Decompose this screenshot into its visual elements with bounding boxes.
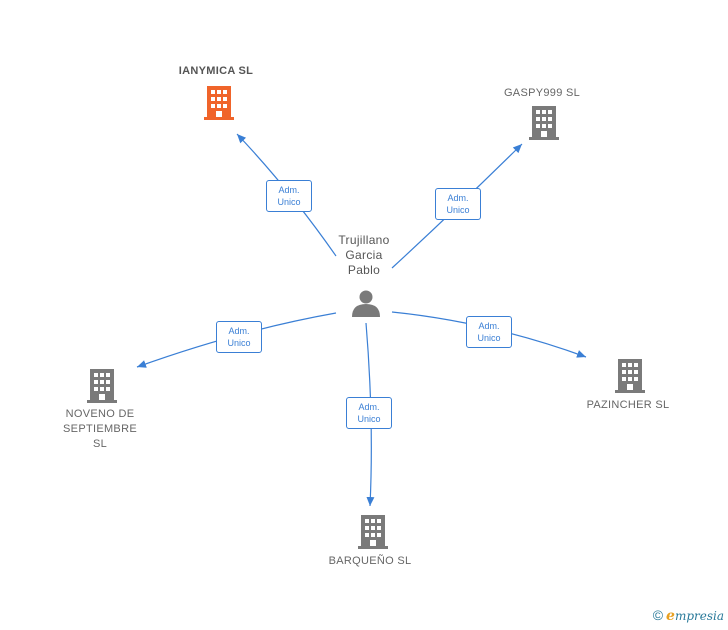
person-icon[interactable] [352,290,380,318]
company-label-gaspy999[interactable]: GASPY999 SL [503,87,581,99]
company-label-ianymica[interactable]: IANYMICA SL [178,65,254,77]
building-icon[interactable] [529,106,559,140]
company-label-pazincher[interactable]: PAZINCHER SL [586,399,670,411]
brand-name: mpresia [674,609,724,623]
edge-label-pazincher[interactable]: Adm.Unico [466,316,512,348]
footer-brand: ©empresia [653,607,724,624]
building-icon[interactable] [358,515,388,549]
building-icon[interactable] [204,86,234,120]
company-label-barqueno[interactable]: BARQUEÑO SL [328,555,412,567]
edge-label-ianymica[interactable]: Adm.Unico [266,180,312,212]
brand-logo-letter: e [666,608,675,624]
edge-label-gaspy999[interactable]: Adm.Unico [435,188,481,220]
building-icon[interactable] [87,369,117,403]
copyright-icon: © [652,607,664,623]
edge-label-noveno[interactable]: Adm.Unico [216,321,262,353]
edge-label-barqueno[interactable]: Adm.Unico [346,397,392,429]
building-icon[interactable] [615,359,645,393]
